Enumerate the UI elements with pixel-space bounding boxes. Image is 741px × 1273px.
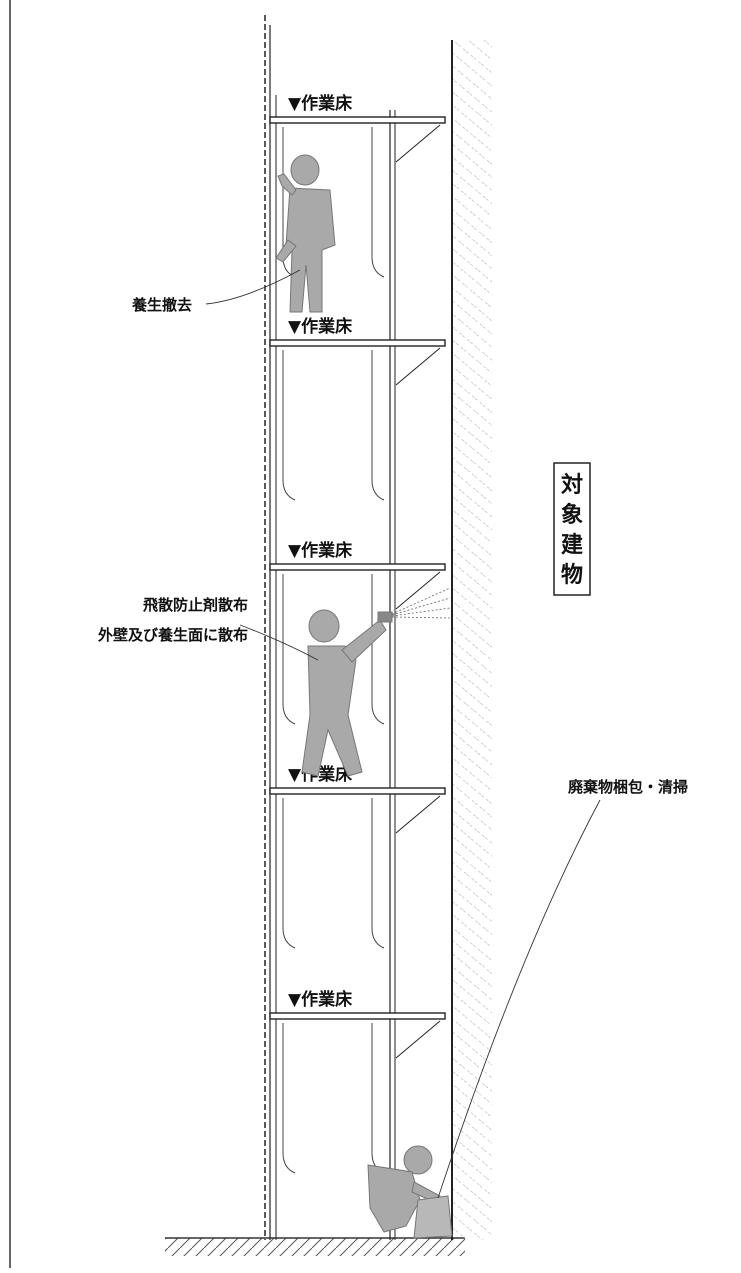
work-floor: ▼作業床	[269, 764, 446, 949]
floor-bracket	[395, 569, 442, 610]
floor-bracket	[395, 1018, 442, 1059]
floor-label: ▼作業床	[288, 316, 353, 337]
worker-spraying-icon	[301, 609, 393, 777]
floor-deck	[269, 563, 446, 571]
ground	[165, 1237, 465, 1256]
callout-spray-line1: 飛散防止剤散布	[142, 596, 248, 614]
floor-bracket	[395, 345, 442, 386]
worker-waste-packing-icon	[367, 1145, 453, 1239]
callout-curing-removal: 養生撤去	[131, 296, 192, 314]
floor-label: ▼作業床	[288, 764, 353, 785]
work-floor: ▼作業床	[269, 93, 446, 278]
building-wall	[451, 40, 492, 1240]
frame-ladder	[282, 574, 385, 725]
floor-deck	[269, 1012, 446, 1020]
building-label-char-1: 対	[561, 473, 583, 498]
leader-lines	[205, 269, 601, 1199]
building-label-char-4: 物	[561, 562, 583, 588]
floor-deck	[269, 787, 446, 795]
frame-ladder	[282, 1023, 385, 1174]
work-floor: ▼作業床	[269, 316, 446, 501]
work-floor: ▼作業床	[269, 540, 446, 725]
scaffold-poles	[264, 15, 396, 1240]
worker-curing-removal-icon	[275, 154, 336, 313]
floor-label: ▼作業床	[288, 540, 353, 561]
frame-ladder	[282, 350, 385, 501]
callout-spray-line2: 外壁及び養生面に散布	[97, 626, 248, 644]
floor-deck	[269, 339, 446, 347]
callout-waste-packing: 廃棄物梱包・清掃	[568, 778, 688, 796]
target-building-label: 対 象 建 物	[553, 462, 591, 596]
floor-bracket	[395, 793, 442, 834]
floor-label: ▼作業床	[288, 989, 353, 1010]
floor-label: ▼作業床	[288, 93, 353, 114]
frame-ladder	[282, 798, 385, 949]
floor-bracket	[395, 122, 442, 163]
work-floor: ▼作業床	[269, 989, 446, 1174]
building-label-char-3: 建	[561, 533, 583, 558]
floor-deck	[269, 116, 446, 124]
spray-mist-icon	[391, 587, 451, 619]
building-label-char-2: 象	[561, 502, 583, 528]
